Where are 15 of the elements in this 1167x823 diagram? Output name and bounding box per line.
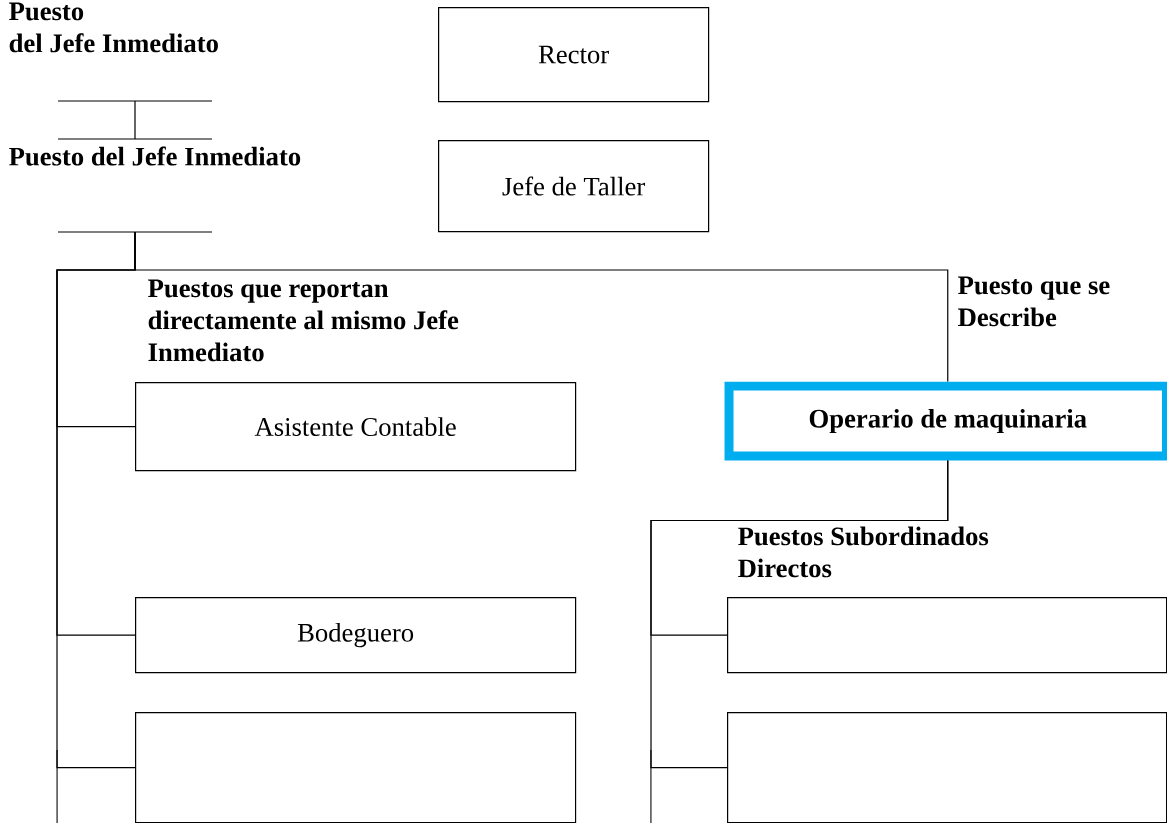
section-heading: Puesto que se Describe [958, 276, 1110, 327]
connector-line [650, 459, 949, 769]
position-box: Rector [438, 7, 710, 103]
section-heading: Puestos que reportan directamente al mismo Jefe Inmediato [148, 279, 459, 362]
empty-box [727, 712, 1167, 823]
section-heading: Puesto del Jefe Inmediato [9, 146, 301, 166]
empty-box [135, 712, 577, 823]
connector-line [134, 231, 949, 383]
section-heading: Puestos Subordinados Directos [738, 526, 989, 578]
highlighted-box: Operario de maquinaria [724, 381, 1167, 461]
empty-box [727, 597, 1167, 674]
position-box: Jefe de Taller [438, 140, 710, 233]
section-heading: Puesto del Jefe Inmediato [9, 2, 218, 53]
position-box: Bodeguero [135, 597, 577, 674]
position-box: Asistente Contable [135, 382, 577, 472]
